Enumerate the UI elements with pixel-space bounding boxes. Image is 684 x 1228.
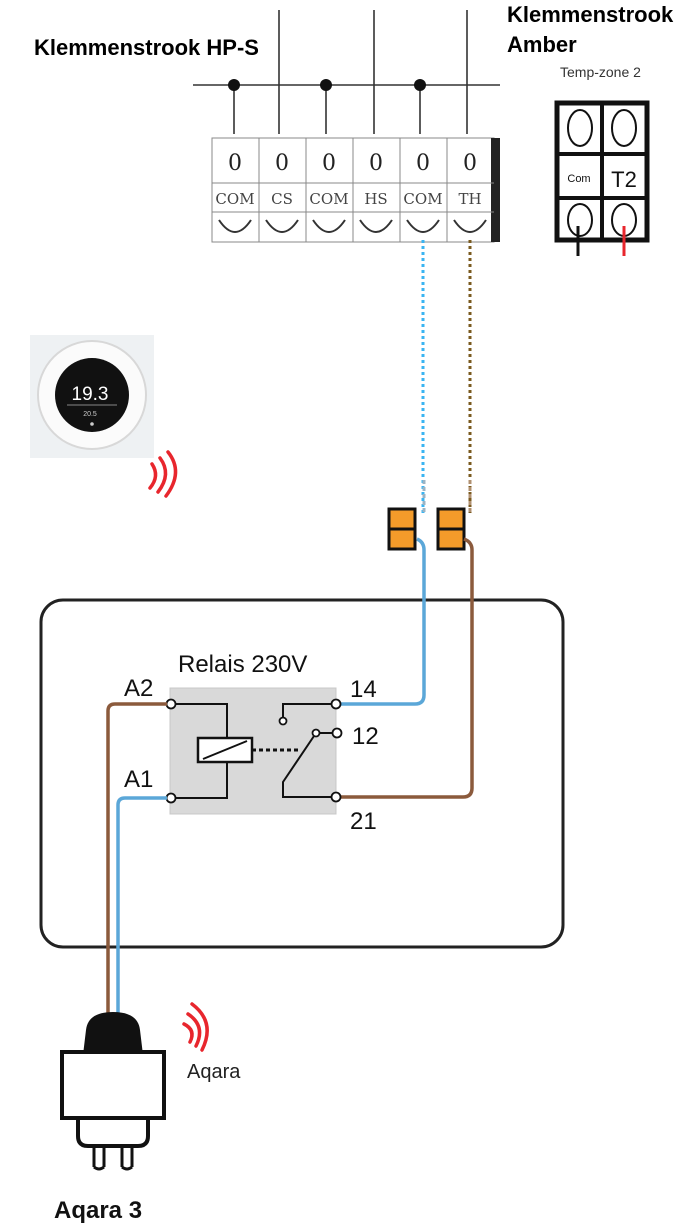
wire-blue-to-14: [339, 537, 426, 706]
orange-connector-left: [387, 507, 417, 551]
relay-title: Relais 230V: [178, 651, 307, 678]
wire-brown-a2: [106, 702, 167, 1025]
relay-coil: [175, 703, 254, 799]
terminal-strip-hps: 0 0 0 0 0 0 COM CS COM HS COM TH: [211, 137, 500, 243]
amber-com-label: Com: [567, 173, 590, 185]
hps-label-th: TH: [458, 190, 481, 208]
hps-screw-4: 0: [369, 151, 383, 176]
hps-label-com-3: COM: [403, 190, 442, 208]
hps-bus: [193, 10, 500, 134]
orange-connector-right: [436, 507, 466, 551]
wire-brown-to-21: [339, 537, 474, 799]
aqara-plug: [60, 1012, 166, 1171]
title-aqara-3: Aqara 3: [54, 1197, 142, 1224]
hps-label-hs: HS: [364, 190, 387, 208]
hps-screw-3: 0: [322, 151, 336, 176]
relay-pin-12: 12: [352, 723, 379, 750]
hps-screw-1: 0: [228, 151, 242, 176]
relay-coil-a1: A1: [124, 766, 153, 793]
hps-screw-6: 0: [463, 151, 477, 176]
thermostat-sub-display: 20.5: [83, 411, 97, 418]
wire-blue-a1: [116, 796, 167, 1025]
title-klemmenstrook-hps: Klemmenstrook HP-S: [34, 35, 259, 60]
plug-wireless-icon: [182, 1002, 209, 1052]
hps-screw-5: 0: [416, 151, 430, 176]
relay-pin-14: 14: [350, 676, 377, 703]
relay-coil-a2: A2: [124, 675, 153, 702]
hps-cable-entries: [218, 219, 487, 233]
thermostat: 19.3 20.5: [30, 335, 154, 458]
amber-t2-label: T2: [611, 167, 637, 192]
title-klemmenstrook-amber-line1: Klemmenstrook: [507, 2, 674, 27]
relay-pin-21: 21: [350, 808, 377, 835]
title-klemmenstrook-amber-line2: Amber: [507, 32, 577, 57]
relay-230v: Relais 230V 14 12 21 A2 A1: [124, 651, 379, 835]
thermostat-temperature: 19.3: [72, 384, 109, 405]
hps-screw-2: 0: [275, 151, 289, 176]
hps-label-cs: CS: [271, 190, 293, 208]
bus-junction-dots: [228, 79, 426, 91]
terminal-amber: Com T2: [554, 100, 650, 256]
hps-label-com-1: COM: [215, 190, 254, 208]
thermostat-wireless-icon: [148, 450, 178, 498]
enclosure-box: [39, 598, 565, 949]
hps-label-com-2: COM: [309, 190, 348, 208]
plug-label-aqara: Aqara: [187, 1061, 241, 1083]
temp-zone-label: Temp-zone 2: [560, 64, 641, 80]
